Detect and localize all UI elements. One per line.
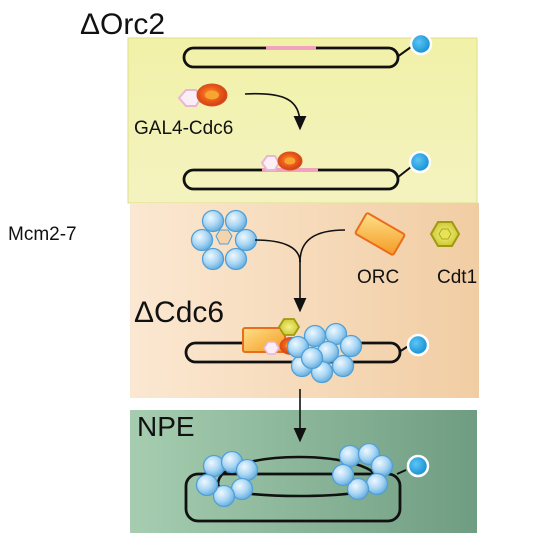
- biotin-bead-icon: [396, 32, 433, 58]
- orc-icon: [354, 212, 406, 256]
- biotin-bead-icon: [396, 150, 432, 179]
- label-gal4-cdc6: GAL4-Cdc6: [134, 118, 233, 139]
- label-cdt1: Cdt1: [437, 267, 477, 288]
- panel-title-cdc6: ΔCdc6: [134, 296, 224, 329]
- panel-title-npe: NPE: [137, 411, 195, 442]
- biotin-bead-icon: [396, 454, 430, 478]
- label-orc: ORC: [357, 267, 399, 288]
- arrow-down-icon: [244, 92, 307, 131]
- cdt1-icon: [277, 318, 301, 336]
- biotin-bead-icon: [398, 333, 430, 357]
- gal4-cdc6-icon: [177, 83, 228, 107]
- mcm2-7-ring-icon: [190, 209, 258, 271]
- merge-arrow-icon: [254, 229, 346, 313]
- label-mcm2-7: Mcm2-7: [8, 224, 77, 245]
- panel-title-orc2: ΔOrc2: [80, 8, 165, 41]
- gal4-cdc6-icon: [260, 151, 303, 171]
- cdt1-icon: [429, 221, 461, 247]
